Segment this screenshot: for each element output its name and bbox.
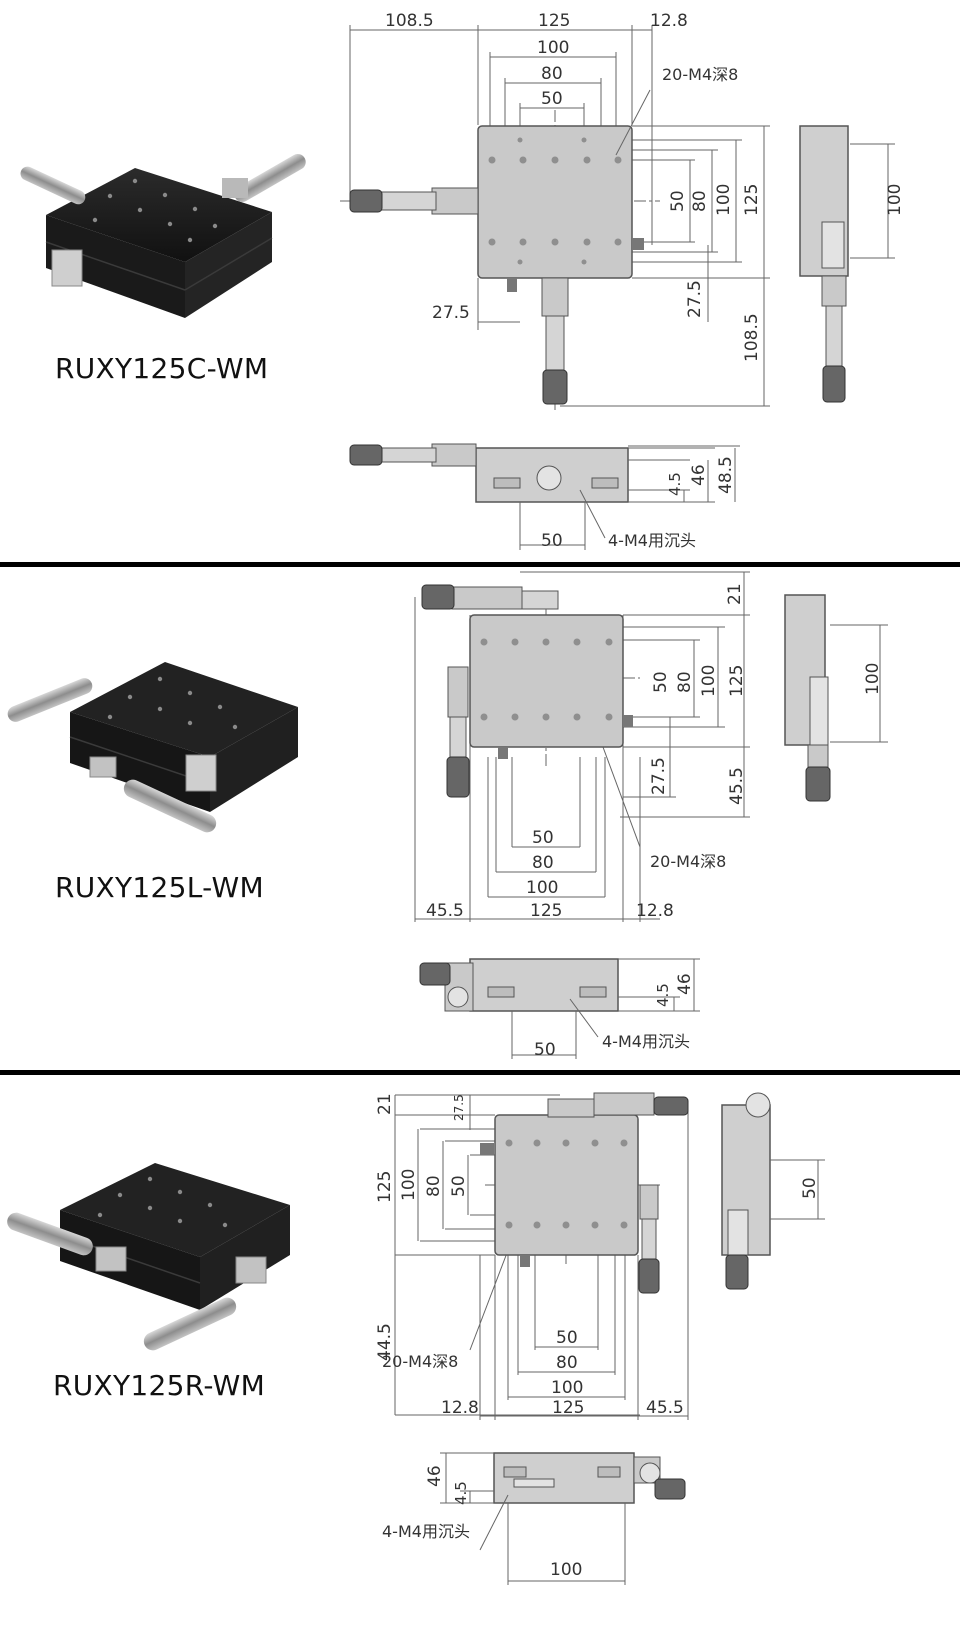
dim-label: 12.8 — [441, 1398, 479, 1418]
section-ruxy125r: RUXY125R-WM — [0, 1075, 960, 1634]
dim-label: 125 — [727, 665, 747, 697]
product-image-ruxy125r — [7, 1163, 290, 1351]
dim-label: 46 — [675, 973, 695, 995]
dim-label: 125 — [742, 184, 762, 216]
model-name: RUXY125R-WM — [53, 1369, 266, 1402]
dim-label: 80 — [424, 1175, 444, 1197]
dim-label: 100 — [699, 665, 719, 697]
dim-label: 50 — [532, 828, 554, 848]
dim-label: 100 — [526, 878, 558, 898]
dim-label: 44.5 — [375, 1323, 395, 1361]
thread-note: 20-M4深8 — [650, 852, 726, 871]
dim-label: 50 — [534, 1040, 556, 1060]
model-name: RUXY125L-WM — [55, 871, 264, 904]
dim-label: 45.5 — [426, 901, 464, 921]
dim-label: 4.5 — [452, 1481, 470, 1505]
dim-label: 125 — [552, 1398, 584, 1418]
dim-label: 100 — [537, 38, 569, 58]
dim-label: 80 — [690, 190, 710, 212]
section-divider — [0, 562, 960, 567]
dim-label: 100 — [551, 1378, 583, 1398]
dim-label: 50 — [541, 531, 563, 551]
dim-label: 50 — [556, 1328, 578, 1348]
section-divider — [0, 1070, 960, 1075]
dim-label: 27.5 — [432, 303, 470, 323]
dim-label: 50 — [449, 1175, 469, 1197]
dim-label: 46 — [689, 464, 709, 486]
countersink-note: 4-M4用沉头 — [602, 1032, 690, 1051]
technical-drawing-ruxy125c: 108.5 125 12.8 100 80 50 20-M4深8 50 80 1… — [340, 11, 905, 551]
section-ruxy125c: RUXY125C-WM — [0, 0, 960, 582]
dim-label: 50 — [651, 671, 671, 693]
product-image-ruxy125c — [20, 154, 306, 318]
section-ruxy125l: RUXY125L-WM — [0, 567, 960, 1070]
thread-note-r-label: 20-M4深8 — [382, 1352, 458, 1371]
dim-label: 80 — [675, 671, 695, 693]
dim-label: 125 — [530, 901, 562, 921]
dim-label: 48.5 — [716, 456, 736, 494]
dim-label: 100 — [714, 184, 734, 216]
dim-label: 27.5 — [685, 280, 705, 318]
dim-label: 80 — [556, 1353, 578, 1373]
dim-label: 21 — [375, 1093, 395, 1115]
dim-label: 125 — [375, 1171, 395, 1203]
model-name: RUXY125C-WM — [55, 352, 269, 385]
dim-label: 45.5 — [727, 767, 747, 805]
thread-note: 20-M4深8 — [662, 65, 738, 84]
dim-label: 108.5 — [742, 313, 762, 362]
dim-label: 50 — [541, 89, 563, 109]
dim-label: 4.5 — [654, 983, 672, 1007]
countersink-note: 4-M4用沉头 — [382, 1522, 470, 1541]
dim-label: 108.5 — [385, 11, 434, 31]
dim-label: 125 — [538, 11, 570, 31]
product-image-ruxy125l — [7, 662, 298, 833]
dim-label: 100 — [863, 663, 883, 695]
dim-label: 21 — [725, 583, 745, 605]
dim-label: 46 — [425, 1465, 445, 1487]
dim-label: 100 — [885, 184, 905, 216]
technical-drawing-ruxy125r: 21 27.5 125 100 80 50 44.5 50 80 100 12.… — [375, 1092, 825, 1585]
dim-label: 12.8 — [650, 11, 688, 31]
dim-label: 4.5 — [666, 472, 684, 496]
dim-label: 100 — [550, 1560, 582, 1580]
countersink-note: 4-M4用沉头 — [608, 531, 696, 550]
dim-label: 12.8 — [636, 901, 674, 921]
technical-drawing-ruxy125l: 21 50 80 100 125 27.5 45.5 50 80 100 45.… — [414, 571, 888, 1060]
dim-label: 27.5 — [649, 757, 669, 795]
dim-label: 45.5 — [646, 1398, 684, 1418]
dim-label: 80 — [532, 853, 554, 873]
dim-label: 50 — [668, 190, 688, 212]
dim-label: 100 — [399, 1169, 419, 1201]
dim-label: 50 — [800, 1177, 820, 1199]
dim-label: 80 — [541, 64, 563, 84]
dim-label: 27.5 — [452, 1094, 466, 1121]
